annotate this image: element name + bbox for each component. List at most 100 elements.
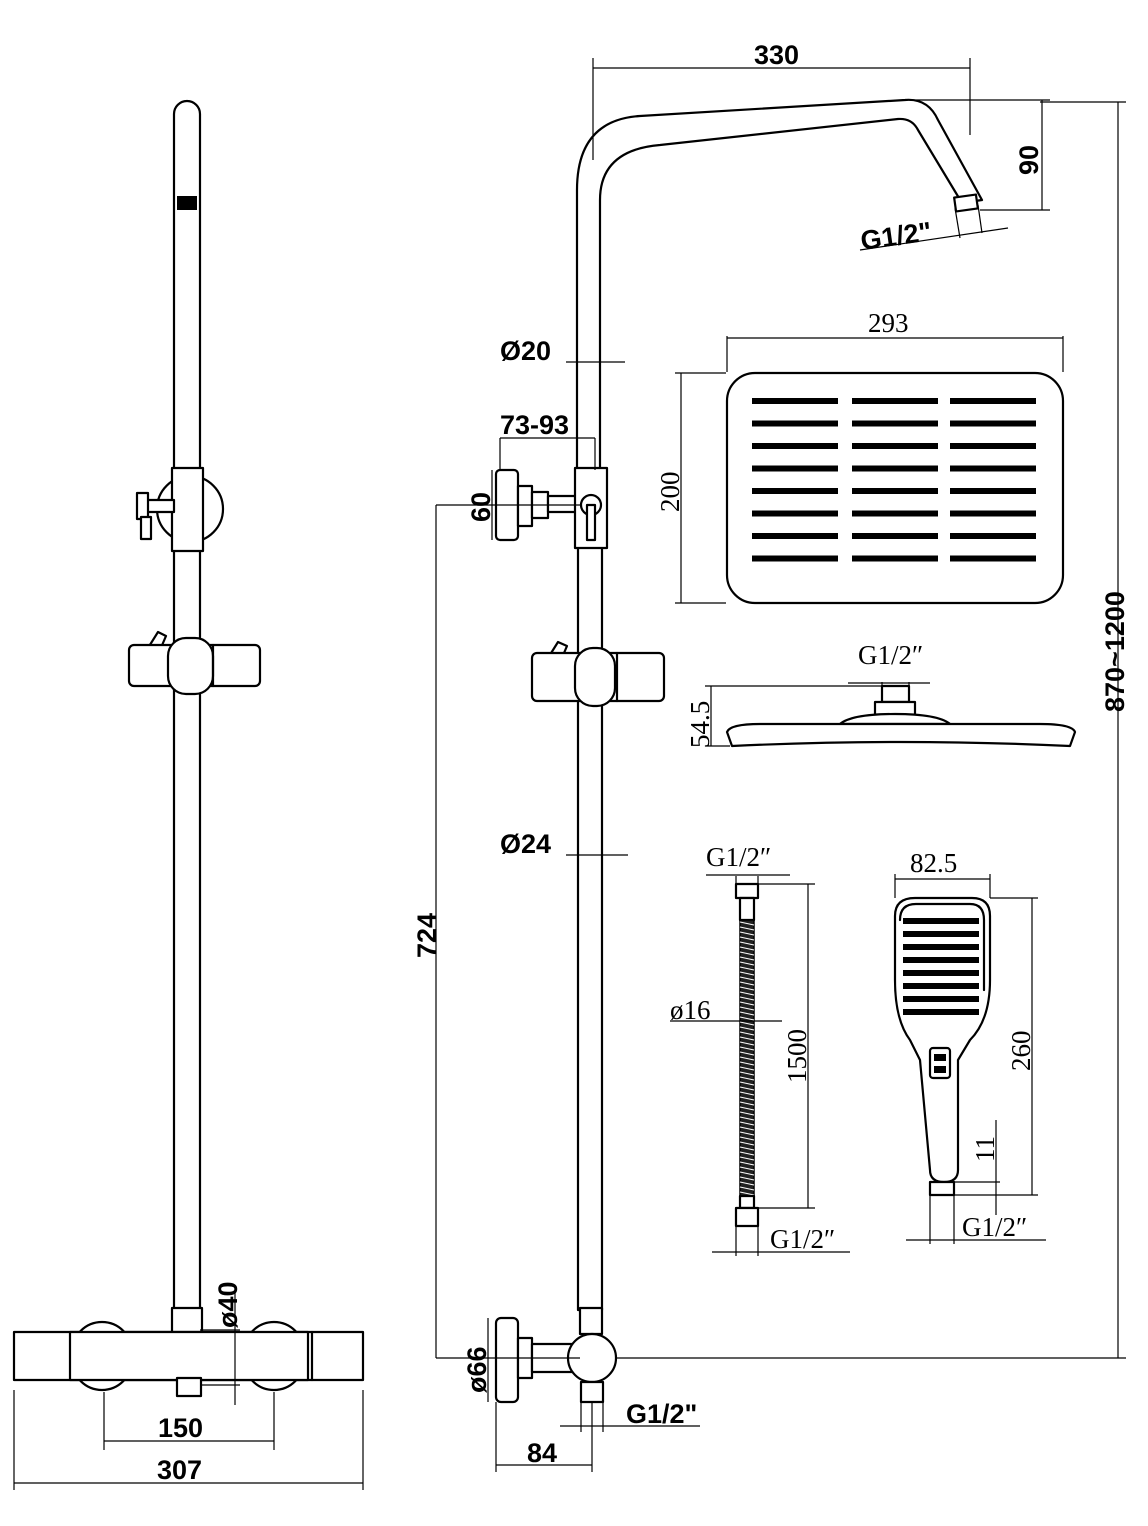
hose-coil	[739, 1136, 755, 1141]
hose-coil	[739, 1101, 755, 1106]
dim-arm-drop: 90	[1014, 145, 1044, 175]
hose-coil	[739, 1066, 755, 1071]
head-slot	[752, 420, 838, 427]
side-bracket-lever	[585, 503, 597, 542]
hose-bottom-cone	[738, 1194, 756, 1210]
dim-inlet-spacing: 150	[158, 1413, 203, 1443]
head-slot	[852, 420, 938, 427]
hand-slot	[903, 996, 979, 1002]
side-shower-arm	[575, 98, 984, 472]
hose: G1/2″ ø16 1500 G1/2″	[670, 842, 850, 1256]
hand-nozzle-slots	[903, 918, 979, 1015]
hose-coil	[739, 1046, 755, 1051]
side-inlet-nut	[578, 1306, 604, 1336]
hose-coil	[739, 976, 755, 981]
side-riser-pipe	[576, 468, 604, 1312]
hose-coil	[739, 1016, 755, 1021]
dim-outlet-thread: G1/2"	[626, 1399, 697, 1429]
hose-coil	[739, 1036, 755, 1041]
dim-flange-dia: ø66	[462, 1346, 492, 1393]
hose-coil	[739, 931, 755, 936]
head-slot	[950, 555, 1036, 562]
hose-coil	[739, 961, 755, 966]
head-slot	[752, 555, 838, 562]
hand-slot	[903, 970, 979, 976]
head-slot	[752, 398, 838, 404]
head-slot	[752, 533, 838, 539]
dim-hose-bottom-thread: G1/2″	[770, 1224, 835, 1254]
head-slot	[950, 398, 1036, 404]
head-slot	[752, 510, 838, 517]
hose-coil	[739, 926, 755, 931]
head-slot	[752, 488, 838, 494]
dim-mixer-width: 307	[157, 1455, 202, 1485]
head-slot	[752, 465, 838, 472]
dim-upper-pipe-dia: Ø20	[500, 336, 551, 366]
hose-coil	[739, 1141, 755, 1146]
dim-arm-thread: G1/2"	[859, 216, 934, 256]
dim-hand-length: 260	[1006, 1031, 1036, 1072]
head-slot	[950, 533, 1036, 539]
front-riser-pipe	[172, 99, 202, 1322]
hose-coil	[739, 1116, 755, 1121]
dim-bracket-flange: 60	[466, 492, 496, 522]
hose-top-cone	[738, 896, 756, 922]
hose-coil	[739, 1126, 755, 1131]
hose-coil	[739, 1121, 755, 1126]
hand-shower-body	[893, 896, 992, 1184]
hose-coils	[739, 921, 755, 1196]
dim-hose-length: 1500	[782, 1029, 812, 1083]
dim-inlet-dia: ø40	[213, 1281, 243, 1328]
side-bracket-arm	[546, 494, 580, 514]
dim-hand-neck: 11	[970, 1136, 1000, 1162]
hose-coil	[739, 981, 755, 986]
hand-slot	[903, 931, 979, 937]
hose-coil	[739, 1086, 755, 1091]
dim-wall-offset: 84	[527, 1438, 557, 1468]
hose-coil	[739, 1011, 755, 1016]
dim-head-thread: G1/2″	[858, 640, 923, 670]
front-dimensions: ø40 150 307	[13, 1281, 364, 1490]
head-slot	[852, 443, 938, 449]
head-slot	[950, 510, 1036, 517]
head-slot	[852, 488, 938, 494]
hose-coil	[739, 1091, 755, 1096]
hand-shower-nut	[928, 1180, 956, 1197]
dim-lower-pipe-dia: Ø24	[500, 829, 551, 859]
hose-coil	[739, 996, 755, 1001]
hose-coil	[739, 1096, 755, 1101]
head-side-body	[725, 722, 1077, 748]
head-side-nut	[880, 684, 911, 704]
hose-coil	[739, 1056, 755, 1061]
dim-lower-span: 724	[412, 913, 442, 958]
hose-coil	[739, 1171, 755, 1176]
hose-coil	[739, 1001, 755, 1006]
side-bracket-neck	[516, 484, 534, 528]
side-view	[494, 98, 984, 1404]
hose-coil	[739, 1021, 755, 1026]
hose-coil	[739, 1156, 755, 1161]
head-side-dome	[838, 712, 952, 726]
head-slot	[852, 555, 938, 562]
hose-coil	[739, 941, 755, 946]
hand-button-top	[934, 1054, 946, 1061]
hose-bottom-nut	[734, 1206, 760, 1228]
shower-head-side: G1/2″ 54.5	[685, 640, 1077, 748]
hose-coil	[739, 921, 755, 926]
hose-coil	[739, 1186, 755, 1191]
hand-slot	[903, 983, 979, 989]
hand-slot	[903, 918, 979, 924]
dim-hand-thread: G1/2″	[962, 1212, 1027, 1242]
head-slot	[950, 443, 1036, 449]
hand-button-bottom	[934, 1066, 946, 1073]
head-nozzle-slots	[752, 398, 1036, 562]
side-mixer-flange	[494, 1316, 520, 1404]
front-pipe-joint	[177, 196, 197, 210]
hose-coil	[739, 1181, 755, 1186]
front-slider-ring	[166, 636, 215, 696]
front-bracket-knob	[135, 491, 150, 521]
side-slider-ring	[573, 646, 617, 708]
hose-coil	[739, 1111, 755, 1116]
hose-coil	[739, 1151, 755, 1156]
